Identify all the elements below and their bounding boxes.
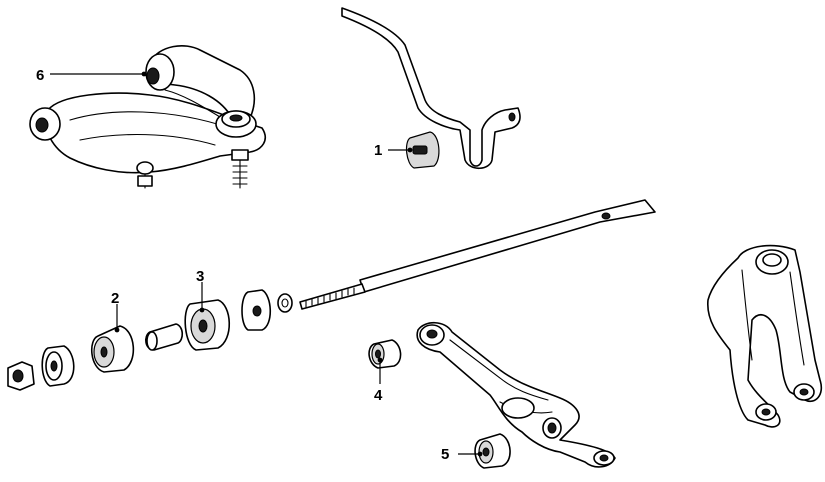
- lower-arm-rear-bushing: [474, 433, 511, 469]
- stabilizer-bar: [341, 7, 521, 170]
- stabilizer-bushing: [405, 131, 440, 169]
- callout-leaders: [50, 71, 483, 457]
- callout-3: 3: [196, 268, 204, 285]
- callout-2: 2: [111, 290, 119, 307]
- rod-washers: [241, 289, 293, 331]
- spacer-collar: [145, 323, 184, 351]
- upper-control-arm: [29, 44, 266, 189]
- radius-rod-bushing: [184, 299, 230, 351]
- radius-rod-bushing-rear: [91, 325, 135, 373]
- lower-control-arm: [416, 321, 616, 468]
- callout-5: 5: [441, 446, 449, 463]
- self-locking-nut: [7, 361, 35, 391]
- rear-washer: [41, 345, 75, 387]
- callout-4: 4: [374, 387, 383, 404]
- steering-knuckle: [707, 244, 823, 428]
- callout-1: 1: [374, 142, 382, 159]
- callout-6: 6: [36, 67, 44, 84]
- lower-arm-front-bushing: [368, 339, 402, 369]
- radius-rod: [299, 199, 656, 310]
